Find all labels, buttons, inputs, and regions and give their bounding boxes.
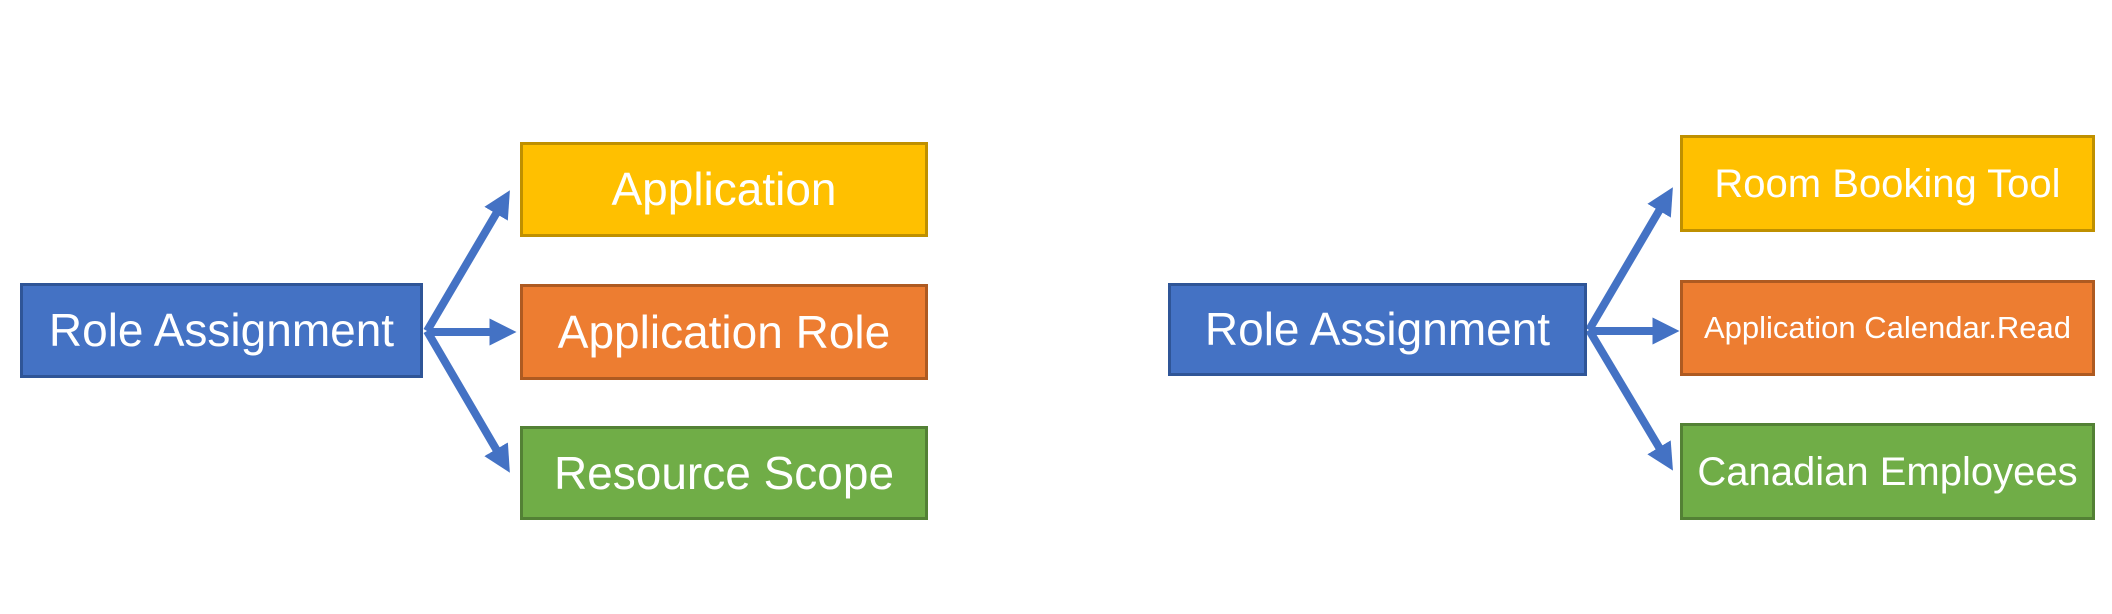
application-calendar-read-node: Application Calendar.Read: [1680, 280, 2095, 376]
role-assignment-node: Role Assignment: [20, 283, 423, 378]
role-assignment-label: Role Assignment: [48, 304, 395, 357]
role-assignment-example-node: Role Assignment: [1168, 283, 1587, 376]
application-node: Application: [520, 142, 928, 237]
arrow-role-to-resource-scope: [423, 328, 510, 473]
application-role-node: Application Role: [520, 284, 928, 380]
arrow-role-to-application: [423, 190, 510, 334]
resource-scope-node: Resource Scope: [520, 426, 928, 520]
role-assignment-example-label: Role Assignment: [1204, 303, 1551, 356]
application-label: Application: [611, 163, 837, 216]
canadian-employees-label: Canadian Employees: [1697, 449, 2078, 494]
application-calendar-read-label: Application Calendar.Read: [1703, 309, 2072, 345]
room-booking-tool-node: Room Booking Tool: [1680, 135, 2095, 232]
arrow-role-to-canadian-employees: [1585, 327, 1673, 471]
application-role-label: Application Role: [557, 305, 891, 358]
resource-scope-label: Resource Scope: [553, 446, 895, 499]
room-booking-tool-label: Room Booking Tool: [1714, 161, 2061, 206]
arrow-role-to-room-booking-tool: [1585, 187, 1673, 333]
canadian-employees-node: Canadian Employees: [1680, 423, 2095, 520]
